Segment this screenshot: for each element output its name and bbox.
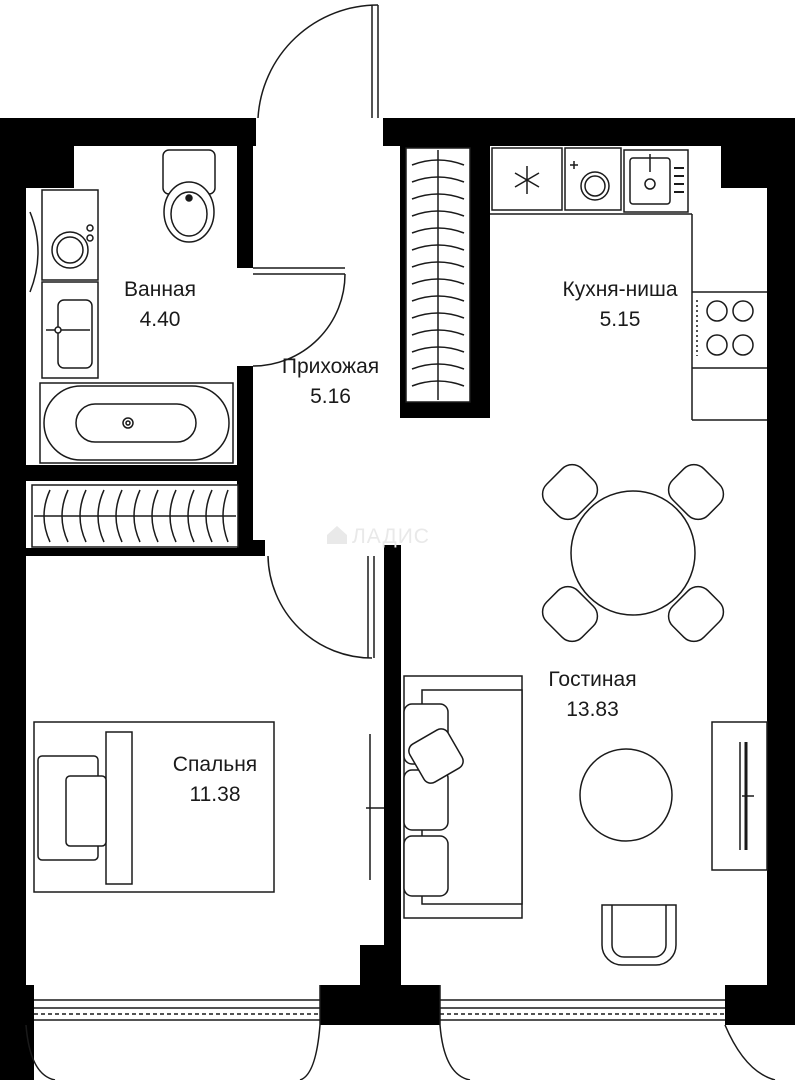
room-label-living: Гостиная 13.83 bbox=[530, 665, 655, 725]
toilet-icon bbox=[162, 149, 216, 243]
tv-icon bbox=[711, 721, 768, 871]
windows bbox=[25, 985, 776, 1080]
room-area: 13.83 bbox=[566, 698, 619, 721]
washbasin-icon bbox=[41, 281, 99, 379]
kitchen-counter bbox=[490, 213, 767, 421]
room-area: 11.38 bbox=[189, 783, 241, 806]
sofa-icon bbox=[403, 675, 523, 919]
wardrobe-rail bbox=[366, 734, 384, 880]
room-name: Прихожая bbox=[281, 355, 380, 378]
watermark-text: ЛАДИС bbox=[352, 525, 430, 548]
bath-wardrobe bbox=[31, 484, 239, 548]
room-name: Ванная bbox=[124, 278, 196, 301]
room-label-kitchen: Кухня-ниша 5.15 bbox=[545, 275, 695, 335]
bathtub-icon bbox=[39, 382, 234, 464]
watermark: ЛАДИС bbox=[326, 525, 430, 549]
room-name: Спальня bbox=[172, 753, 258, 776]
room-area: 5.15 bbox=[599, 308, 641, 331]
sink-icon bbox=[623, 149, 689, 213]
bed-icon bbox=[33, 721, 275, 893]
stove-icon bbox=[696, 300, 754, 356]
dishwasher-icon bbox=[564, 147, 622, 211]
bedroom-door bbox=[267, 555, 375, 659]
room-label-bathroom: Ванная 4.40 bbox=[105, 275, 215, 335]
snowflake-icon bbox=[491, 147, 563, 211]
room-area: 5.16 bbox=[310, 385, 351, 408]
room-label-hallway: Прихожая 5.16 bbox=[268, 352, 393, 412]
dining-table-icon bbox=[541, 463, 725, 643]
washing-machine-icon bbox=[41, 189, 99, 281]
armchair-icon bbox=[601, 904, 677, 966]
bathroom-door bbox=[252, 267, 346, 367]
house-icon bbox=[327, 526, 347, 544]
coffee-table bbox=[579, 748, 673, 842]
room-name: Гостиная bbox=[548, 668, 637, 691]
room-name: Кухня-ниша bbox=[562, 278, 678, 301]
room-label-bedroom: Спальня 11.38 bbox=[160, 750, 270, 810]
entry-door bbox=[257, 4, 379, 119]
towel-rail bbox=[29, 211, 39, 293]
hallway-wardrobe bbox=[405, 147, 471, 403]
room-area: 4.40 bbox=[139, 308, 181, 331]
